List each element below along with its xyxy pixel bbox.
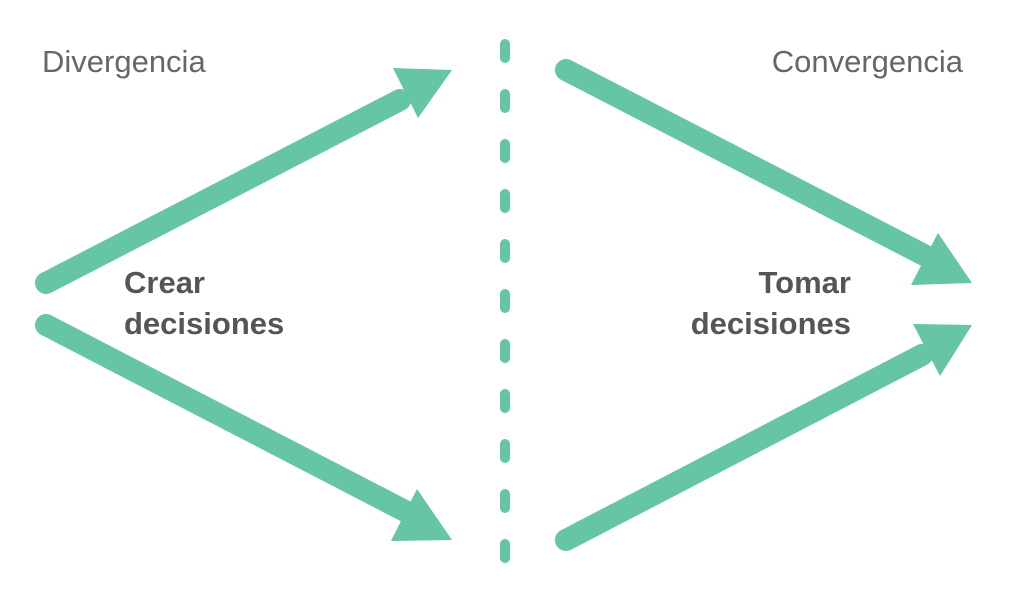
converge-arrow-up xyxy=(555,324,972,551)
create-decisions-line1: Crear xyxy=(124,265,205,300)
diverge-arrow-up xyxy=(35,68,452,294)
diverge-arrow-down xyxy=(35,314,452,541)
divergence-label: Divergencia xyxy=(42,44,206,79)
make-decisions-line1: Tomar xyxy=(758,265,851,300)
make-decisions-line2: decisiones xyxy=(690,306,851,341)
create-decisions-line2: decisiones xyxy=(124,306,285,341)
create-decisions-label: Crear decisiones xyxy=(124,262,284,344)
convergence-label: Convergencia xyxy=(771,44,963,79)
converge-arrow-down xyxy=(555,59,972,285)
make-decisions-label: Tomar decisiones xyxy=(691,262,851,344)
